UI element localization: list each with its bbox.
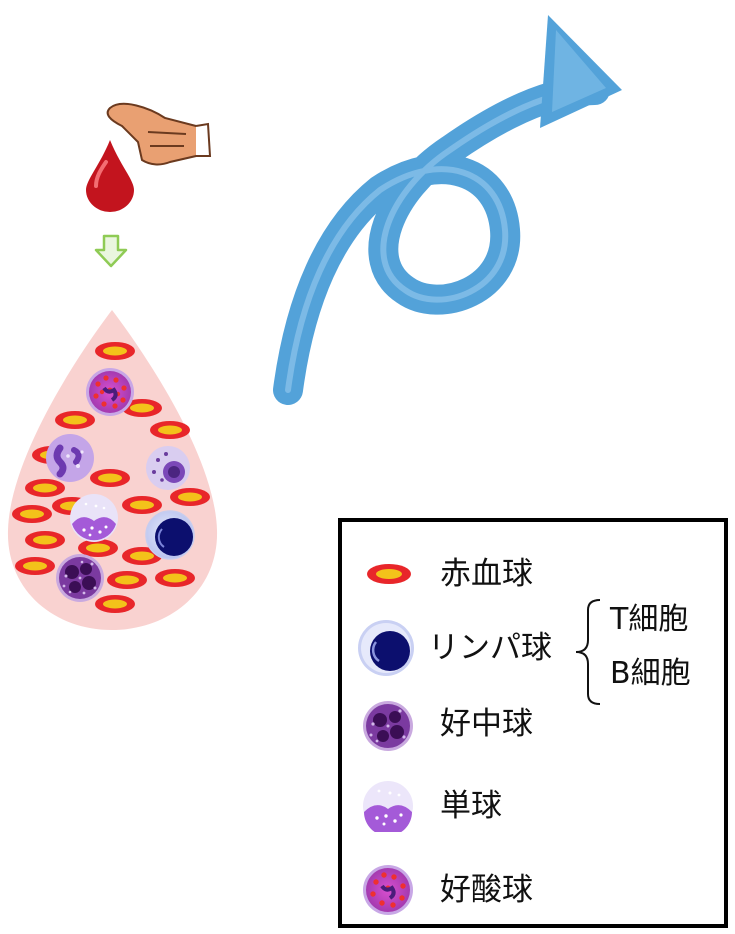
blood-drop-icon xyxy=(86,140,134,212)
eosinophil-cell xyxy=(84,366,136,418)
subtype-label-t-cell: T細胞 xyxy=(610,602,689,637)
neutrophil-cell xyxy=(56,554,104,602)
monocyte-cell-variant xyxy=(146,446,190,490)
subtype-label-b-cell: B細胞 xyxy=(610,656,691,691)
legend-label-monocyte: 単球 xyxy=(440,788,502,824)
down-arrow-icon xyxy=(94,234,128,268)
monocyte-cell xyxy=(70,494,118,542)
monocyte-icon xyxy=(363,781,413,832)
legend-box: 赤血球 リンパ球 T細胞 B細胞 好中球 単球 好酸球 xyxy=(338,518,728,928)
eosinophil-icon xyxy=(363,865,413,915)
legend-label-lymphocyte: リンパ球 xyxy=(428,630,552,666)
pointing-hand-icon xyxy=(106,102,212,166)
legend-label-neutrophil: 好中球 xyxy=(440,706,533,742)
neutrophil-icon xyxy=(363,701,413,751)
legend-label-rbc: 赤血球 xyxy=(440,556,533,592)
lymphocyte-icon xyxy=(358,620,414,676)
lymphocyte-brace xyxy=(575,599,601,705)
swirl-arrow-icon xyxy=(273,15,622,405)
blood-sample-drop xyxy=(7,310,218,630)
legend-label-eosinophil: 好酸球 xyxy=(440,872,533,908)
basophil-cell xyxy=(46,434,94,482)
lymphocyte-cell xyxy=(145,510,195,560)
red-blood-cell-icon xyxy=(367,564,411,584)
